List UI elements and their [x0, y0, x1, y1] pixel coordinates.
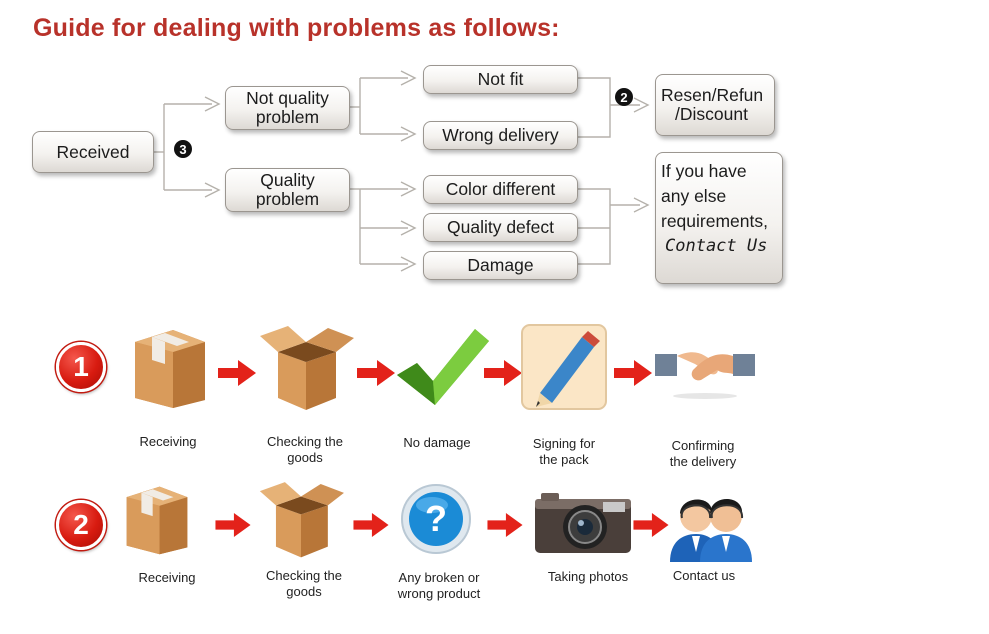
quality-line-1: Quality	[260, 170, 315, 190]
step-number-1: 1	[56, 342, 106, 392]
quality-defect-box: Quality defect	[423, 213, 578, 242]
contact-us-text: Contact Us	[665, 236, 768, 256]
not-fit-box: Not fit	[423, 65, 578, 94]
flowchart-connectors	[153, 70, 650, 272]
support-agents-icon	[670, 499, 752, 562]
damage-box: Damage	[423, 251, 578, 280]
color-different-box: Color different	[423, 175, 578, 204]
caption-receiving-2: Receiving	[138, 570, 196, 585]
wrong-delivery-box: Wrong delivery	[423, 121, 578, 150]
requirements-line-2: any else	[661, 186, 727, 206]
page-title: Guide for dealing with problems as follo…	[33, 14, 560, 42]
color-different-label: Color different	[445, 179, 556, 199]
box-sealed-icon	[126, 486, 188, 555]
received-box: Received	[32, 131, 154, 173]
not-fit-label: Not fit	[477, 69, 524, 89]
red-arrow-icon	[215, 513, 251, 537]
red-arrow-icon	[357, 360, 395, 386]
caption-contact-us: Contact us	[672, 568, 736, 583]
damage-label: Damage	[467, 255, 534, 275]
badge-2: 2	[615, 88, 633, 106]
svg-text:?: ?	[425, 498, 447, 539]
requirements-line-3: requirements,	[661, 211, 768, 231]
caption-taking-photos: Taking photos	[547, 569, 629, 584]
not-quality-line-2: problem	[255, 107, 320, 127]
box-sealed-icon	[135, 330, 205, 408]
resend-refund-box: Resen/Refun /Discount	[655, 74, 775, 136]
box-open-icon	[259, 482, 344, 558]
camera-icon	[535, 493, 631, 553]
red-arrow-icon	[353, 513, 389, 537]
handshake-icon	[655, 352, 755, 399]
resend-line-1: Resen/Refun	[661, 85, 764, 105]
quality-defect-label: Quality defect	[447, 217, 554, 237]
red-arrow-icon	[218, 360, 256, 386]
caption-receiving: Receiving	[139, 434, 197, 449]
received-label: Received	[56, 141, 130, 162]
not-quality-line-1: Not quality	[246, 88, 329, 108]
red-arrow-icon	[484, 360, 522, 386]
quality-problem-box: Quality problem	[225, 168, 350, 212]
red-arrow-icon	[633, 513, 669, 537]
step-number-2: 2	[56, 500, 106, 550]
caption-no-damage: No damage	[403, 435, 471, 450]
box-open-icon	[260, 326, 354, 410]
badge-3: 3	[174, 140, 192, 158]
quality-line-2: problem	[255, 189, 320, 209]
red-arrow-icon	[614, 360, 652, 386]
resend-line-2: /Discount	[675, 104, 748, 124]
checkmark-icon	[397, 329, 489, 405]
red-arrow-icon	[487, 513, 523, 537]
not-quality-problem-box: Not quality problem	[225, 86, 350, 130]
other-requirements-box: If you have any else requirements, Conta…	[655, 152, 783, 284]
wrong-delivery-label: Wrong delivery	[442, 125, 559, 145]
requirements-line-1: If you have	[661, 161, 747, 181]
pencil-sign-icon	[521, 324, 607, 410]
question-icon: ?	[401, 484, 471, 554]
